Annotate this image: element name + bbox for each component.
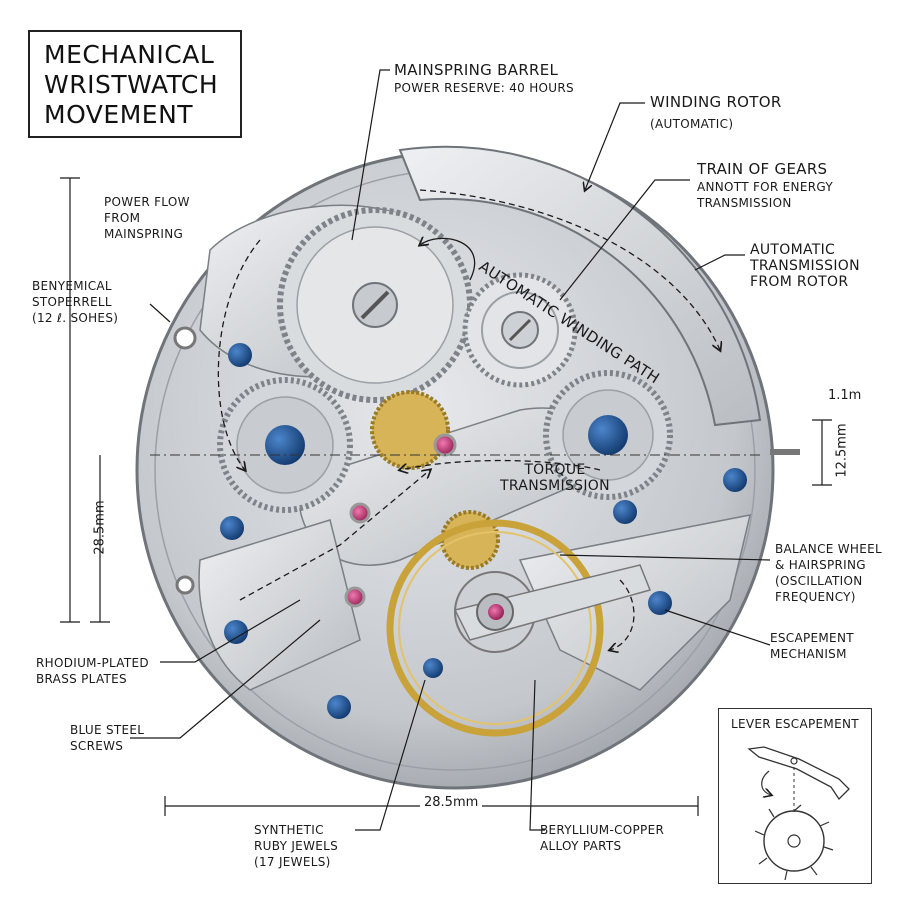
- beryllium-line2: ALLOY PARTS: [540, 839, 622, 853]
- stoperrell-line2: STOPERRELL: [32, 295, 112, 309]
- beryllium-line1: BERYLLIUM-COPPER: [540, 823, 665, 837]
- torque-line1: TORQUE: [524, 462, 586, 478]
- auto-transmission-line3: FROM ROTOR: [750, 274, 849, 290]
- blue-screws-line2: SCREWS: [70, 739, 124, 753]
- train-of-gears-title: TRAIN OF GEARS: [697, 160, 828, 178]
- winding-rotor-title: WINDING ROTOR: [650, 93, 782, 111]
- label-stoperrell: BENYEMICAL STOPERRELL (12 ℓ. SOHES): [32, 278, 118, 326]
- ruby-jewels-line3: (17 JEWELS): [254, 855, 331, 869]
- title-line-1: MECHANICAL: [44, 40, 215, 69]
- ruby-jewels-line2: RUBY JEWELS: [254, 839, 339, 853]
- power-flow-line1: POWER FLOW: [104, 195, 190, 209]
- rhodium-line2: BRASS PLATES: [36, 672, 127, 686]
- label-power-flow: POWER FLOW FROM MAINSPRING: [104, 194, 190, 242]
- torque-line2: TRANSMISSION: [500, 478, 610, 494]
- title-box: MECHANICAL WRISTWATCH MOVEMENT: [28, 30, 242, 138]
- train-of-gears-sub1: ANNOTT FOR ENERGY: [697, 180, 833, 194]
- label-train-of-gears: TRAIN OF GEARS ANNOTT FOR ENERGY TRANSMI…: [697, 161, 833, 211]
- balance-wheel-line2: & HAIRSPRING: [775, 558, 866, 572]
- label-auto-transmission: AUTOMATIC TRANSMISSION FROM ROTOR: [750, 242, 860, 290]
- train-of-gears-sub2: TRANSMISSION: [697, 196, 792, 210]
- label-escapement: ESCAPEMENT MECHANISM: [770, 630, 854, 662]
- balance-wheel-line1: BALANCE WHEEL: [775, 542, 883, 556]
- escapement-line1: ESCAPEMENT: [770, 631, 854, 645]
- dimension-bottom-width: 28.5mm: [420, 795, 483, 810]
- balance-wheel: [386, 519, 652, 737]
- label-rhodium: RHODIUM-PLATED BRASS PLATES: [36, 655, 149, 687]
- balance-wheel-line3: (OSCILLATION: [775, 574, 863, 588]
- power-flow-line3: MAINSPRING: [104, 227, 184, 241]
- escapement-line2: MECHANISM: [770, 647, 847, 661]
- ruby-jewels: [344, 433, 504, 620]
- ruby-jewels-line1: SYNTHETIC: [254, 823, 324, 837]
- center-wheel: [462, 272, 578, 388]
- label-beryllium: BERYLLIUM-COPPER ALLOY PARTS: [540, 822, 664, 854]
- mainspring-barrel-title: MAINSPRING BARREL: [394, 61, 559, 79]
- label-ruby-jewels: SYNTHETIC RUBY JEWELS (17 JEWELS): [254, 822, 338, 870]
- winding-rotor-sub: (AUTOMATIC): [650, 117, 734, 131]
- balance-wheel-line4: FREQUENCY): [775, 590, 856, 604]
- gold-gear: [370, 390, 500, 570]
- blue-screws-line1: BLUE STEEL: [70, 723, 145, 737]
- label-balance-wheel: BALANCE WHEEL & HAIRSPRING (OSCILLATION …: [775, 541, 882, 605]
- inset-caption: LEVER ESCAPEMENT: [731, 717, 859, 731]
- label-mainspring-barrel: MAINSPRING BARREL POWER RESERVE: 40 HOUR…: [394, 62, 574, 96]
- label-blue-screws: BLUE STEEL SCREWS: [70, 722, 144, 754]
- stoperrell-line3: (12 ℓ. SOHES): [32, 311, 119, 325]
- dimension-left-height: 28.5mm: [92, 500, 108, 555]
- label-torque: TORQUE TRANSMISSION: [500, 462, 610, 494]
- label-winding-rotor: WINDING ROTOR (AUTOMATIC): [650, 94, 782, 132]
- winding-rotor: [398, 145, 762, 427]
- title-line-3: MOVEMENT: [44, 100, 194, 129]
- auto-transmission-line1: AUTOMATIC: [750, 242, 836, 258]
- mainspring-barrel-sub: POWER RESERVE: 40 HOURS: [394, 81, 574, 95]
- lever-escapement-sketch: [747, 746, 850, 881]
- lever-escapement-inset: LEVER ESCAPEMENT: [718, 708, 872, 884]
- stoperrell-line1: BENYEMICAL: [32, 279, 112, 293]
- dimension-right-height: 12.5mm: [834, 423, 850, 478]
- lower-bridge: [198, 519, 361, 691]
- dimension-right-small: 1.1m: [828, 388, 862, 403]
- power-flow-line2: FROM: [104, 211, 141, 225]
- title-line-2: WRISTWATCH: [44, 70, 219, 99]
- blue-steel-screws: [220, 343, 747, 719]
- auto-transmission-line2: TRANSMISSION: [750, 258, 860, 274]
- rhodium-line1: RHODIUM-PLATED: [36, 656, 149, 670]
